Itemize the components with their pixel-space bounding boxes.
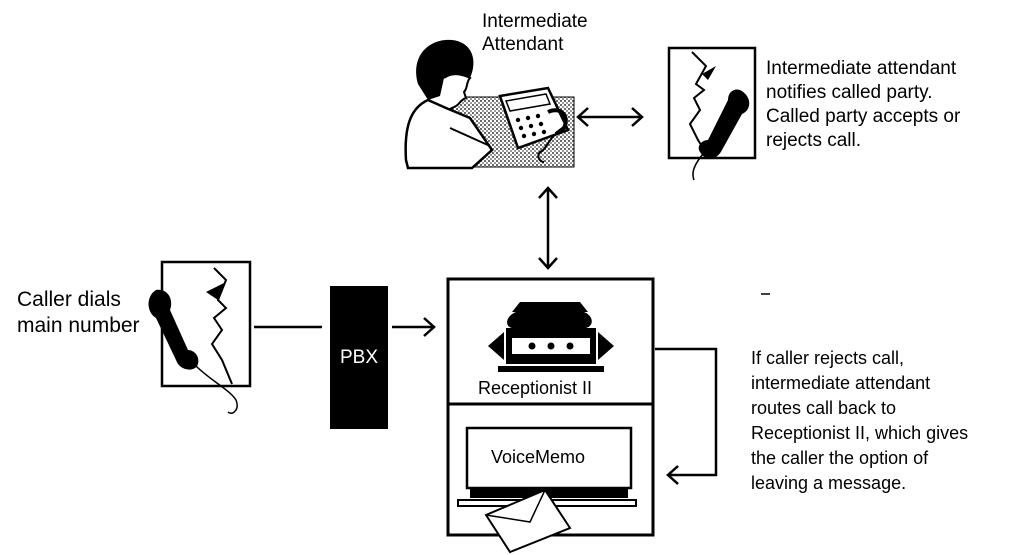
intermediate-attendant-line-2: Attendant: [482, 34, 564, 55]
reject-note-line-3: routes call back to: [751, 398, 897, 418]
pbx-block: [330, 286, 388, 429]
receptionist-phone-icon: [488, 302, 614, 372]
desk-phone-icon: [498, 86, 570, 163]
caller-note: Caller dials main number: [17, 287, 140, 339]
caller-note-line-2: main number: [17, 314, 140, 337]
notify-note-line-1: Intermediate attendant: [766, 58, 957, 79]
called-party-phone-icon: [667, 46, 757, 181]
reject-note-line-4: Receptionist II, which gives: [751, 423, 969, 443]
pbx-label: PBX: [339, 347, 379, 368]
caller-note-line-1: Caller dials: [17, 288, 121, 311]
notify-note-line-4: rejects call.: [766, 130, 862, 151]
voicememo-label: VoiceMemo: [491, 447, 586, 467]
notify-note-line-3: Called party accepts or: [766, 106, 961, 127]
reject-note-line-6: leaving a message.: [751, 473, 907, 493]
reject-note-line-5: the caller the option of: [751, 448, 929, 468]
pbx-to-receptionist-arrow: [392, 317, 436, 337]
reject-note: If caller rejects call, intermediate att…: [751, 346, 968, 496]
reject-return-arrow: [655, 347, 718, 485]
intermediate-attendant-line-1: Intermediate: [482, 11, 588, 32]
receptionist-label: Receptionist II: [478, 378, 593, 398]
attendant-called-party-arrow: [576, 107, 644, 127]
voicememo-envelope-icon: [457, 426, 637, 554]
reject-note-line-2: intermediate attendant: [751, 373, 931, 393]
reject-note-line-1: If caller rejects call,: [751, 348, 905, 368]
notify-note: Intermediate attendant notifies called p…: [766, 57, 960, 153]
intermediate-attendant-label: Intermediate Attendant: [482, 10, 588, 56]
notify-note-line-2: notifies called party.: [766, 82, 933, 103]
caller-phone-icon: [148, 260, 252, 414]
attendant-receptionist-arrow: [538, 186, 558, 270]
